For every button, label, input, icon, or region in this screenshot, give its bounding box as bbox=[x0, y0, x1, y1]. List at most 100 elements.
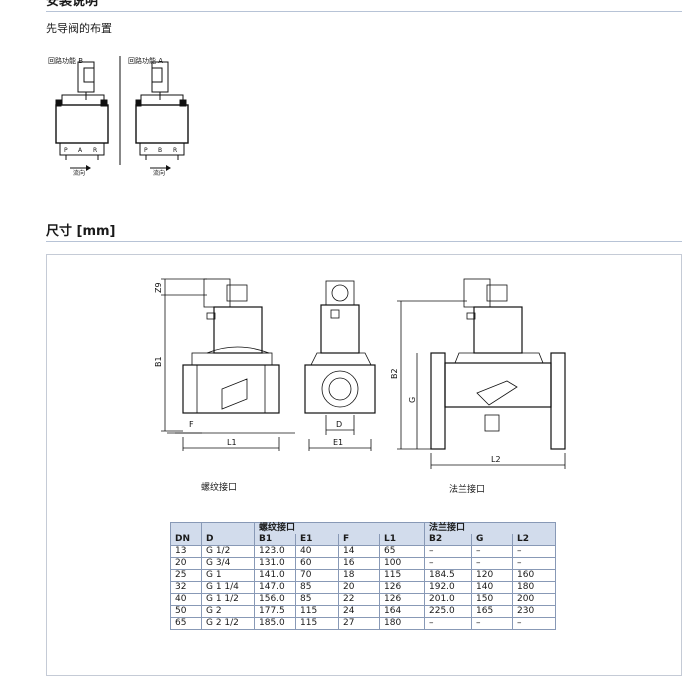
valve-a-port-1: P bbox=[144, 147, 148, 154]
table-cell: – bbox=[424, 617, 472, 630]
col-header-dn: DN bbox=[170, 534, 202, 546]
table-cell: 126 bbox=[379, 581, 425, 594]
table-cell: 32 bbox=[170, 581, 202, 594]
col-header-b1: B1 bbox=[254, 534, 296, 546]
table-group-flanged: 法兰接口 bbox=[424, 522, 556, 534]
table-cell: G 3/4 bbox=[201, 557, 255, 570]
table-cell: 156.0 bbox=[254, 593, 296, 606]
table-cell: 115 bbox=[295, 617, 339, 630]
dim-label-b2: B2 bbox=[390, 368, 399, 379]
dim-label-b1: B1 bbox=[154, 356, 163, 367]
dim-label-d: D bbox=[336, 420, 342, 429]
section-divider bbox=[46, 11, 682, 12]
col-header-e1: E1 bbox=[295, 534, 339, 546]
circuit-b-label: 回路功能 B bbox=[48, 57, 84, 65]
table-cell: 165 bbox=[471, 605, 513, 618]
table-cell: G 1 bbox=[201, 569, 255, 582]
table-cell: 123.0 bbox=[254, 545, 296, 558]
table-cell: 141.0 bbox=[254, 569, 296, 582]
table-cell: 192.0 bbox=[424, 581, 472, 594]
table-cell: 115 bbox=[295, 605, 339, 618]
table-cell: 100 bbox=[379, 557, 425, 570]
caption-threaded: 螺纹接口 bbox=[201, 483, 238, 493]
dim-label-l1: L1 bbox=[227, 438, 237, 447]
table-cell: – bbox=[424, 557, 472, 570]
table-cell: 20 bbox=[338, 581, 380, 594]
table-cell: 60 bbox=[295, 557, 339, 570]
table-group-blank bbox=[170, 522, 202, 534]
table-cell: 25 bbox=[170, 569, 202, 582]
table-cell: G 1 1/4 bbox=[201, 581, 255, 594]
table-cell: 180 bbox=[512, 581, 556, 594]
table-cell: – bbox=[512, 545, 556, 558]
table-cell: 85 bbox=[295, 581, 339, 594]
table-cell: – bbox=[471, 617, 513, 630]
dim-label-f: F bbox=[189, 420, 194, 429]
table-cell: 24 bbox=[338, 605, 380, 618]
caption-flanged: 法兰接口 bbox=[449, 485, 486, 495]
table-cell: 18 bbox=[338, 569, 380, 582]
table-cell: – bbox=[512, 617, 556, 630]
table-cell: 27 bbox=[338, 617, 380, 630]
pilot-valve-diagram: 回路功能 B 回路功能 A P A R 流向 bbox=[0, 0, 694, 200]
valve-a-port-3: R bbox=[173, 147, 177, 154]
table-cell: 65 bbox=[170, 617, 202, 630]
table-cell: 70 bbox=[295, 569, 339, 582]
table-cell: 85 bbox=[295, 593, 339, 606]
col-header-g: G bbox=[471, 534, 513, 546]
table-cell: 184.5 bbox=[424, 569, 472, 582]
flow-label-a: 流向 bbox=[153, 169, 165, 177]
col-header-l1: L1 bbox=[379, 534, 425, 546]
table-cell: 40 bbox=[295, 545, 339, 558]
table-cell: 16 bbox=[338, 557, 380, 570]
dim-label-l2: L2 bbox=[491, 455, 501, 464]
col-header-d: D bbox=[201, 534, 255, 546]
table-cell: – bbox=[512, 557, 556, 570]
table-cell: – bbox=[471, 557, 513, 570]
table-cell: G 2 1/2 bbox=[201, 617, 255, 630]
table-cell: – bbox=[424, 545, 472, 558]
table-cell: 13 bbox=[170, 545, 202, 558]
pilot-valve-subtitle: 先导阀的布置 bbox=[46, 22, 112, 35]
table-cell: 230 bbox=[512, 605, 556, 618]
table-cell: 65 bbox=[379, 545, 425, 558]
table-cell: 131.0 bbox=[254, 557, 296, 570]
table-cell: 14 bbox=[338, 545, 380, 558]
table-cell: 150 bbox=[471, 593, 513, 606]
dim-label-z9: Z9 bbox=[154, 282, 163, 293]
table-cell: 164 bbox=[379, 605, 425, 618]
dim-label-g: G bbox=[408, 397, 417, 403]
col-header-b2: B2 bbox=[424, 534, 472, 546]
table-group-blank bbox=[201, 522, 255, 534]
table-group-threaded: 螺纹接口 bbox=[254, 522, 425, 534]
valve-b-port-3: R bbox=[93, 147, 97, 154]
table-cell: 140 bbox=[471, 581, 513, 594]
table-cell: 50 bbox=[170, 605, 202, 618]
section-title-dimensions: 尺寸 [mm] bbox=[46, 224, 116, 239]
table-cell: 200 bbox=[512, 593, 556, 606]
table-cell: 225.0 bbox=[424, 605, 472, 618]
section-title-install: 安装说明 bbox=[46, 0, 99, 9]
table-cell: 22 bbox=[338, 593, 380, 606]
pilot-valve-drawing: P A R 流向 P B R 流向 bbox=[55, 56, 189, 177]
section-divider bbox=[46, 241, 682, 242]
table-cell: 160 bbox=[512, 569, 556, 582]
table-cell: 177.5 bbox=[254, 605, 296, 618]
table-cell: – bbox=[471, 545, 513, 558]
valve-b-port-2: A bbox=[78, 147, 83, 154]
col-header-l2: L2 bbox=[512, 534, 556, 546]
circuit-a-label: 回路功能 A bbox=[128, 57, 164, 65]
table-cell: 115 bbox=[379, 569, 425, 582]
table-cell: G 2 bbox=[201, 605, 255, 618]
flow-label-b: 流向 bbox=[73, 169, 85, 177]
table-cell: 126 bbox=[379, 593, 425, 606]
valve-b-port-1: P bbox=[64, 147, 68, 154]
table-cell: 120 bbox=[471, 569, 513, 582]
table-cell: G 1/2 bbox=[201, 545, 255, 558]
